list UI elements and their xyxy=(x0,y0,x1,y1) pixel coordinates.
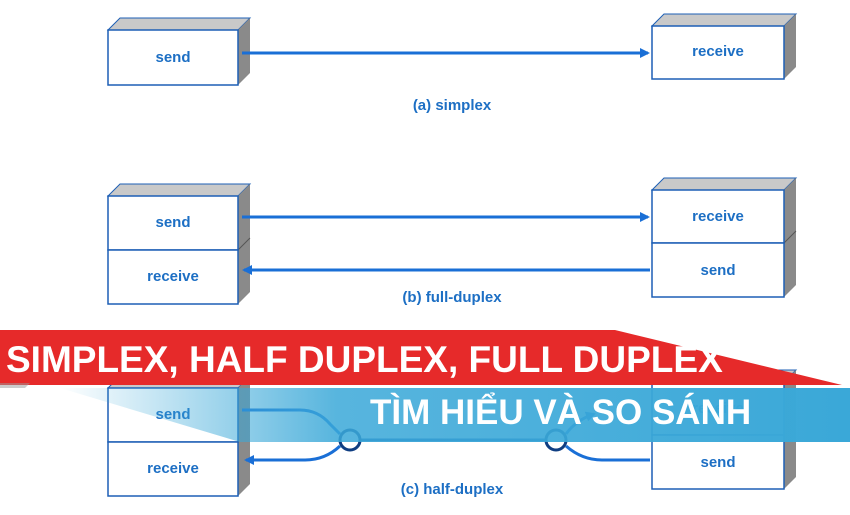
full-duplex-right-receive-label: receive xyxy=(692,208,744,225)
simplex-section: send receive (a) simplex xyxy=(106,13,798,114)
simplex-send-box: send xyxy=(106,17,252,86)
banner-title: SIMPLEX, HALF DUPLEX, FULL DUPLEX xyxy=(6,339,723,380)
simplex-receive-label: receive xyxy=(692,43,744,60)
full-duplex-left-send-label: send xyxy=(155,214,190,231)
title-banner-red-band xyxy=(0,330,842,385)
banner-subtitle: TÌM HIỂU VÀ SO SÁNH xyxy=(370,392,751,432)
title-banner: SIMPLEX, HALF DUPLEX, FULL DUPLEX TÌM HI… xyxy=(0,330,850,442)
full-duplex-left-receive-label: receive xyxy=(147,268,199,285)
full-duplex-right-send-label: send xyxy=(700,262,735,279)
full-duplex-left-box: send receive xyxy=(106,183,252,305)
half-duplex-left-receive-line xyxy=(244,444,342,465)
half-duplex-right-send-label: send xyxy=(700,454,735,471)
full-duplex-caption: (b) full-duplex xyxy=(402,289,502,306)
half-duplex-left-receive-label: receive xyxy=(147,460,199,477)
title-banner-blue-band xyxy=(60,388,850,442)
simplex-receive-box: receive xyxy=(650,13,798,80)
half-duplex-caption: (c) half-duplex xyxy=(401,481,504,498)
full-duplex-right-box: receive send xyxy=(650,177,798,298)
simplex-send-label: send xyxy=(155,49,190,66)
full-duplex-section: send receive receive send (b) full-duple… xyxy=(106,177,798,306)
simplex-caption: (a) simplex xyxy=(413,97,492,114)
half-duplex-right-send-line xyxy=(565,444,650,462)
